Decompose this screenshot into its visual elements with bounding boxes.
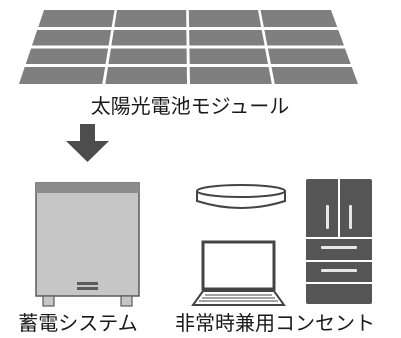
solar-panel-cell [189,30,265,46]
ceiling-light-icon [196,184,286,209]
solar-panel-cell [267,48,351,64]
solar-panel-cell [189,48,268,64]
solar-panel-cell [105,67,187,84]
solar-panel-icon [19,10,358,84]
refrigerator-icon [306,179,372,304]
solar-panel-cell [19,67,106,84]
solar-panel-cell [260,10,338,27]
storage-battery-icon [35,182,140,307]
solar-panel-cell [108,48,187,64]
laptop-icon [191,240,286,306]
storage-label: 蓄電システム [18,311,137,335]
solar-panel-cell [25,48,109,64]
solar-panel-cell [111,30,187,46]
down-arrow-icon [66,124,109,162]
solar-panel-cell [114,10,187,27]
solar-panel-cell [38,10,115,27]
solar-panel-cell [32,30,112,46]
solar-panel-cell [271,67,358,84]
solar-panel-label: 太陽光電池モジュール [91,94,290,118]
solar-panel-cell [189,67,272,84]
solar-panel-cell [188,10,262,27]
solar-panel-cell [264,30,344,46]
appliances-label: 非常時兼用コンセント [175,311,375,335]
